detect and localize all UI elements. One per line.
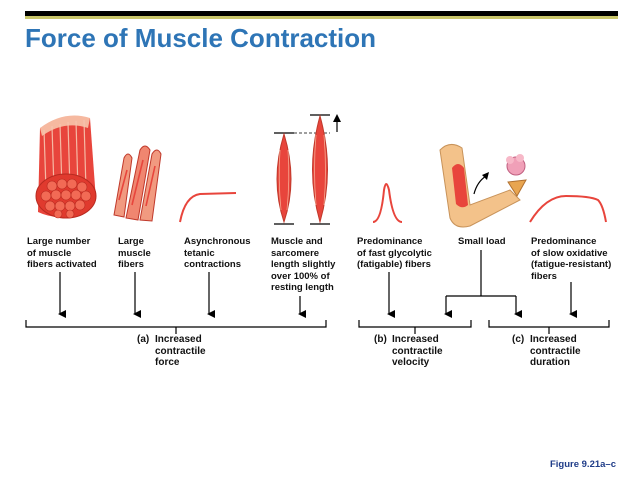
- outcome-tag: (a): [137, 334, 150, 345]
- factor-label-fast-glycolytic: Predominance of fast glycolytic (fatigab…: [357, 236, 432, 270]
- factor-label-slow-oxidative: Predominance of slow oxidative (fatigue-…: [531, 236, 612, 282]
- slow-twitch-curve: [529, 194, 607, 223]
- fast-twitch-curve: [372, 183, 403, 223]
- factor-label-fibers-activated: Large number of muscle fibers activated: [27, 236, 97, 270]
- tetanic-curve: [179, 192, 237, 223]
- outcome-text: Increased contractile duration: [530, 334, 581, 368]
- fiber-bundle-illustration: [35, 115, 97, 219]
- title-bar-accent: [25, 16, 618, 19]
- muscle-length-illustration: [274, 114, 341, 225]
- outcome-tag: (b): [374, 334, 387, 345]
- large-fibers-illustration: [113, 145, 162, 222]
- factor-label-asynchronous-tetanic: Asynchronous tetanic contractions: [184, 236, 251, 270]
- outcome-text: Increased contractile velocity: [392, 334, 443, 368]
- arm-small-load-illustration: [439, 144, 527, 228]
- factor-arrows: [58, 250, 577, 318]
- factor-label-small-load: Small load: [458, 236, 506, 247]
- outcome-tag: (c): [512, 334, 525, 345]
- figure-reference: Figure 9.21a–c: [549, 459, 616, 470]
- title-bar-rule: [25, 11, 618, 16]
- outcome-brackets: [25, 320, 610, 334]
- page-title: Force of Muscle Contraction: [25, 23, 377, 53]
- factor-label-large-fibers: Large muscle fibers: [118, 236, 151, 270]
- outcome-text: Increased contractile force: [155, 334, 206, 368]
- factor-label-muscle-length: Muscle and sarcomere length slightly ove…: [271, 236, 336, 293]
- outcome-force: (a) Increased contractile force: [137, 334, 247, 374]
- outcome-duration: (c) Increased contractile duration: [512, 334, 622, 374]
- outcome-velocity: (b) Increased contractile velocity: [374, 334, 484, 374]
